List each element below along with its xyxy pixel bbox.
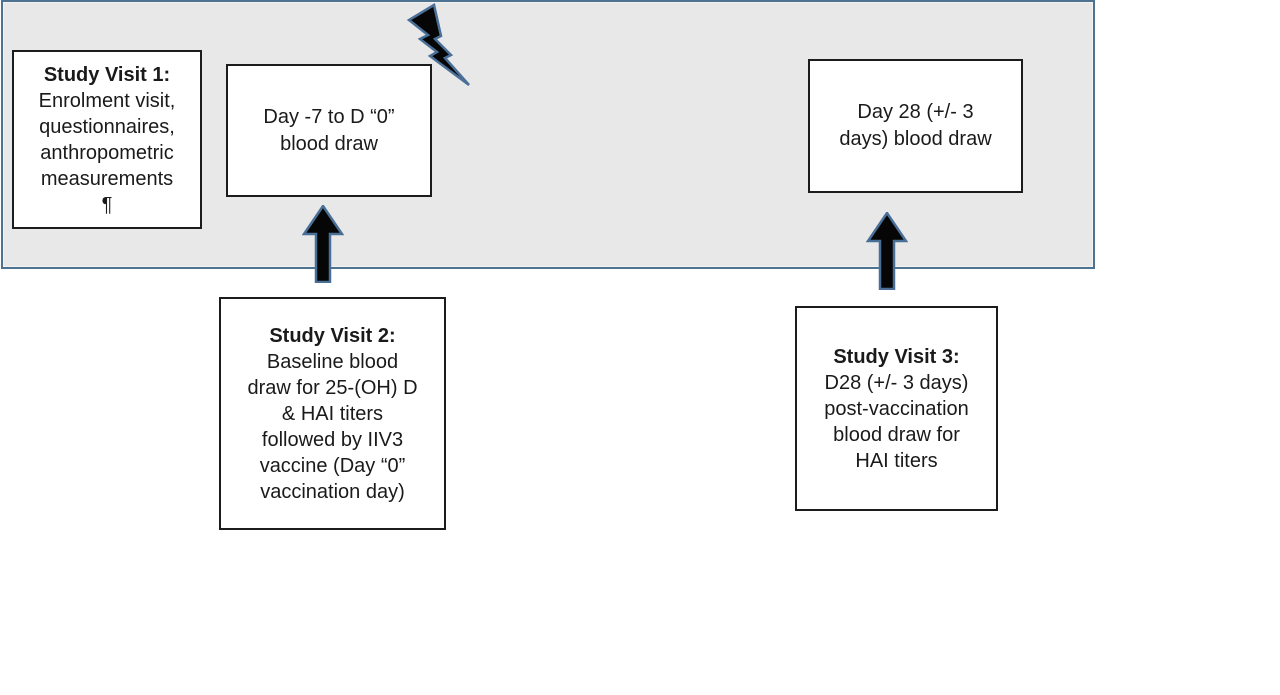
study-visit-2-line: & HAI titers [281,402,384,425]
study-visit-3-title: Study Visit 3: [833,345,960,368]
study-visit-2-line: vaccine (Day “0” [259,454,406,477]
study-visit-3-line: post-vaccination [824,397,969,420]
baseline-window-draw-line: blood draw [280,132,378,155]
up-arrow-visit2-icon [302,205,344,283]
study-visit-3-line: D28 (+/- 3 days) [824,371,969,394]
study-visit-1-line: Enrolment visit, [38,89,176,112]
up-arrow-visit3-icon [866,212,908,290]
study-visit-3-line: blood draw for [833,423,960,446]
study-visit-1-line: anthropometric [40,141,174,164]
study-visit-1-line: measurements [40,167,174,190]
lightning-bolt-icon [406,3,470,87]
day28-draw-line: days) blood draw [839,128,992,150]
study-visit-2-title: Study Visit 2: [269,324,396,347]
study-visit-2-line: draw for 25-(OH) D [247,376,418,399]
study-visit-1-box: Study Visit 1: Enrolment visit, question… [12,50,202,229]
day28-draw-line: Day 28 (+/- 3 [857,101,974,123]
study-visit-1-title: Study Visit 1: [43,63,171,86]
study-visit-2-line: vaccination day) [260,480,405,503]
study-visit-3-line: HAI titers [855,449,938,472]
study-visit-2-line: followed by IIV3 [261,428,404,451]
study-visit-1-line: questionnaires, [39,115,175,138]
study-visit-3-box: Study Visit 3: D28 (+/- 3 days) post-vac… [795,306,998,511]
baseline-window-draw-line: Day -7 to D “0” [263,105,395,128]
pilcrow-mark: ¶ [101,193,113,216]
study-visit-2-line: Baseline blood [266,350,399,373]
baseline-window-draw-box: Day -7 to D “0” blood draw [226,64,432,197]
study-visit-2-box: Study Visit 2: Baseline blood draw for 2… [219,297,446,530]
day28-draw-box: Day 28 (+/- 3 days) blood draw [808,59,1023,193]
